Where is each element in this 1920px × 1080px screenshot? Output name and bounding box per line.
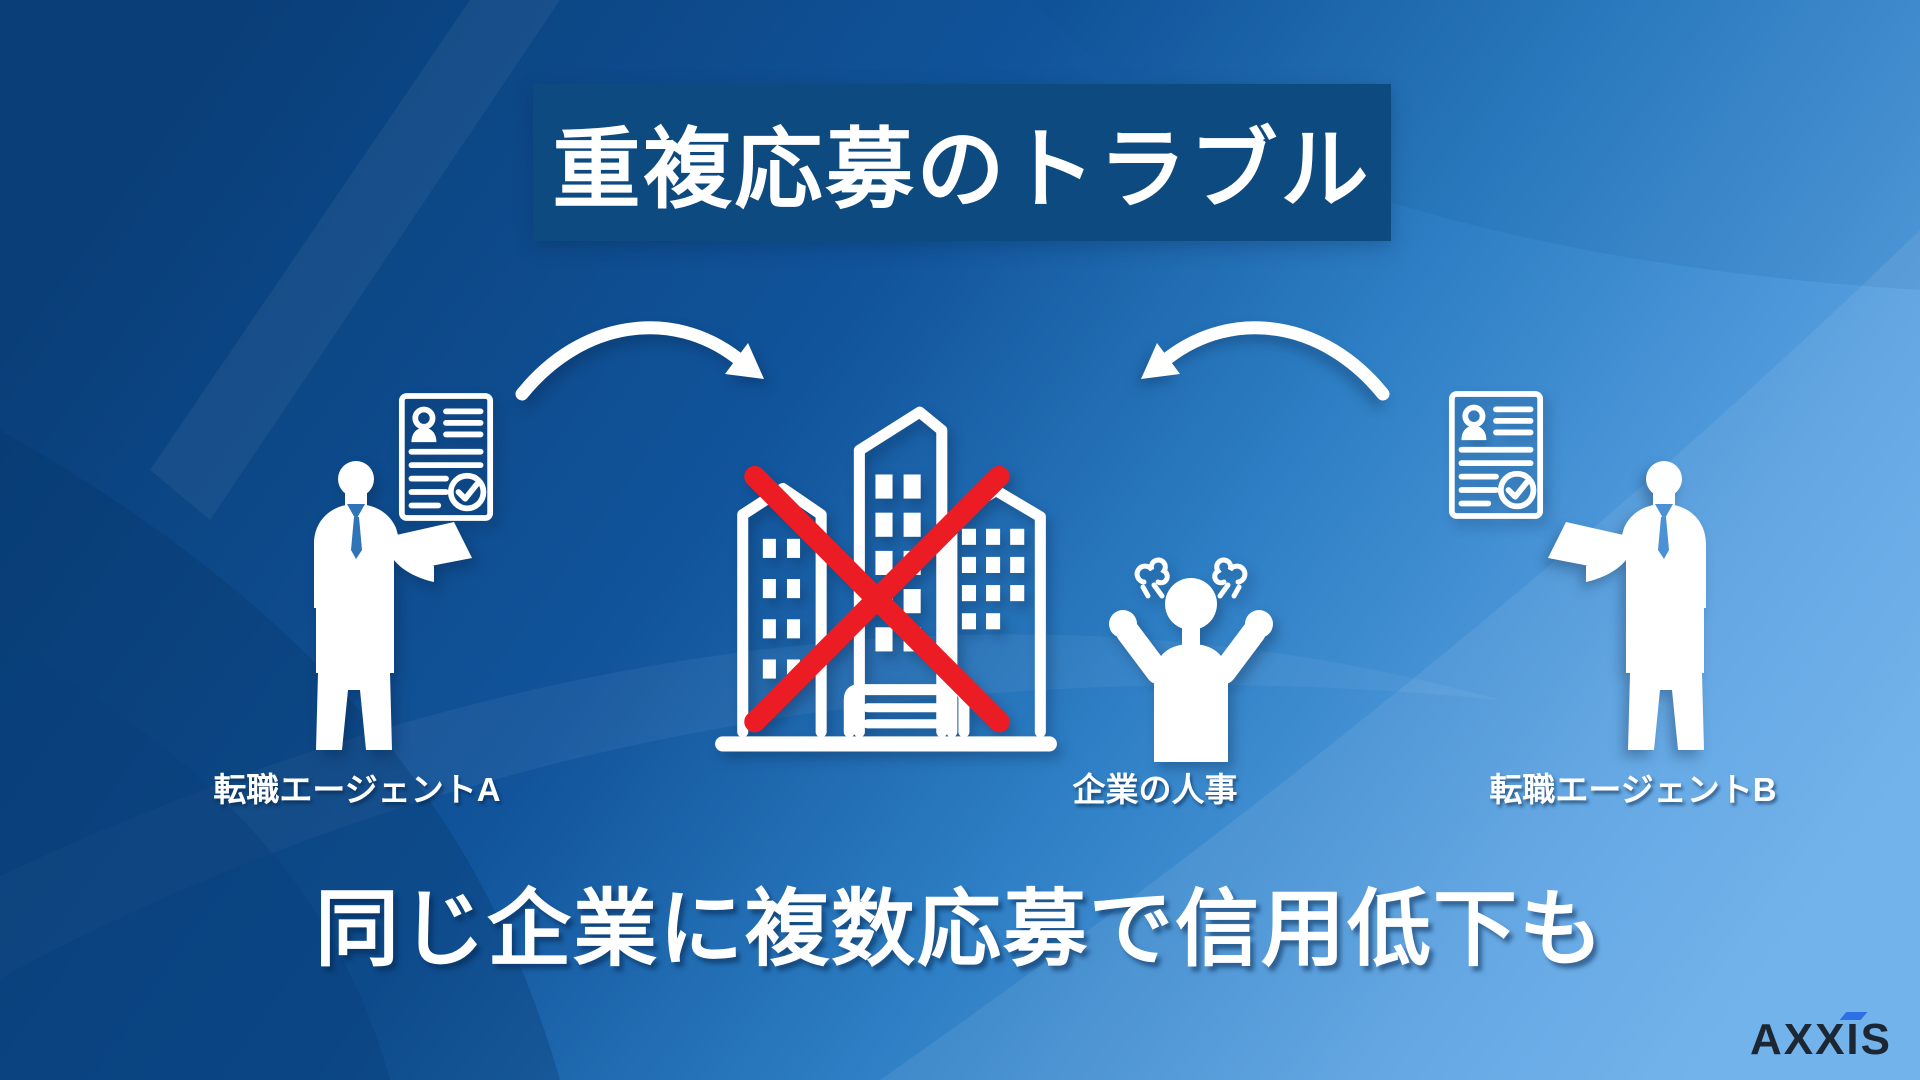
red-cross-icon [744, 465, 1010, 733]
swoosh-bottom-right [880, 230, 1920, 1080]
businessman-laptop-icon-a [314, 461, 472, 750]
agent-a-label: 転職エージェントA [213, 771, 501, 808]
businessman-laptop-icon-b [1548, 461, 1706, 750]
page-title: 重複応募のトラブル [552, 120, 1372, 219]
building-windows [762, 474, 1025, 679]
collar-tie-detail [347, 504, 365, 559]
title-banner: 重複応募のトラブル [533, 84, 1391, 241]
swoosh-center-arc [0, 634, 1500, 979]
steam-puffs [1134, 557, 1248, 599]
logo-letters: AXXIS [1749, 1015, 1892, 1064]
headline: 同じ企業に複数応募で信用低下も [314, 882, 1605, 976]
logo-axxis: AXXIS [1749, 1012, 1892, 1066]
swoosh-bottom-left-inner [0, 640, 390, 1080]
agent-b-label: 転職エージェントB [1489, 771, 1777, 808]
company-hr-label: 企業の人事 [1072, 771, 1238, 808]
curved-arrow-left-icon [1141, 321, 1390, 401]
curved-arrow-right-icon [515, 321, 764, 401]
resume-check-icon-b [1448, 391, 1544, 519]
logo-wordmark: AXXIS [1749, 1012, 1892, 1065]
angry-person-steam-icon [1109, 557, 1273, 762]
office-building-icon [715, 406, 1057, 752]
resume-check-icon-a [398, 393, 494, 521]
swoosh-top-right [1030, 0, 1920, 290]
swoosh-diagonal-slash [150, 0, 560, 520]
swoosh-bottom-left-outer [0, 430, 560, 1080]
collar-tie-detail [1655, 504, 1673, 559]
